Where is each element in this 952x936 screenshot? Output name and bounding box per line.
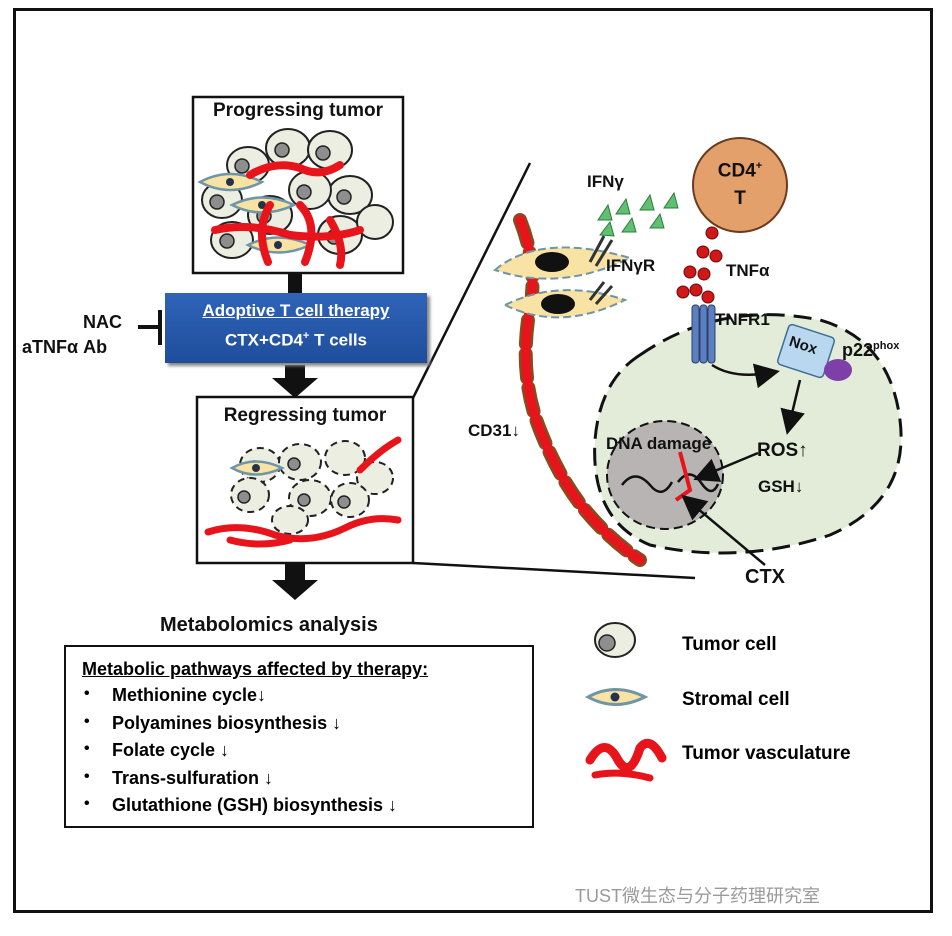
ctx-to-dna-arrow [681, 494, 766, 566]
progressing-tumor-box [191, 95, 405, 275]
progressing-tumor-cells [197, 128, 394, 269]
cd4-t-label: T [734, 188, 746, 209]
regressing-tumor-title: Regressing tumor [223, 405, 387, 426]
cd4-label: CD4+ [717, 160, 763, 182]
gsh-label: GSH↓ [758, 477, 804, 496]
p22phox-marker [824, 359, 852, 381]
legend-tumor-vasculature: Tumor vasculature [682, 743, 851, 764]
legend-icons [584, 622, 667, 782]
ros-label: ROS↑ [757, 440, 808, 461]
connector-top [288, 273, 302, 293]
mechanism-stromal-cells [492, 235, 633, 319]
down-arrow-1 [272, 365, 318, 398]
nox-box [776, 323, 836, 379]
zoom-lines [411, 162, 696, 580]
inhibition-symbol [138, 310, 162, 345]
mechanism-panel [492, 137, 903, 567]
dna-damage-label: DNA damage [606, 434, 712, 453]
cd4-t-cell [692, 137, 788, 233]
vasculature-icon [585, 738, 667, 782]
progressing-tumor-title: Progressing tumor [213, 100, 383, 121]
tumor-cell-icon [594, 622, 636, 658]
therapy-subtitle: CTX+CD4+ T cells [224, 330, 367, 350]
ifngr-label: IFNγR [606, 256, 656, 275]
legend-stromal-cell: Stromal cell [682, 689, 790, 710]
tnfr1-label: TNFR1 [715, 310, 770, 329]
regressing-tumor-box [195, 395, 415, 565]
pathway-item: •Folate cycle ↓ [84, 740, 230, 760]
inhibitor-nac: NAC [83, 312, 122, 332]
metabolomics-title: Metabolomics analysis [160, 614, 378, 636]
p22phox-label: p22phox [842, 340, 900, 360]
pathway-item: •Glutathione (GSH) biosynthesis ↓ [84, 795, 398, 815]
pathway-item: •Polyamines biosynthesis ↓ [84, 712, 342, 733]
cd31-label: CD31↓ [468, 421, 520, 440]
stromal-cell-icon [584, 688, 649, 706]
figure-frame [13, 8, 933, 913]
pathways-list: •Methionine cycle↓ •Polyamines biosynthe… [66, 685, 397, 823]
down-arrow-2 [272, 562, 318, 600]
ifng-triangles [597, 191, 679, 237]
therapy-box: Adoptive T cell therapy CTX+CD4+ T cells [165, 293, 427, 363]
watermark: TUST微生态与分子药理研究室 [575, 886, 820, 906]
legend-tumor-cell: Tumor cell [682, 634, 777, 655]
therapy-title: Adoptive T cell therapy [202, 301, 390, 320]
tnfa-dots [676, 226, 723, 304]
pathways-header: Metabolic pathways affected by therapy: [82, 659, 429, 679]
ctx-label: CTX [745, 566, 785, 588]
ros-to-dna-arrow [693, 451, 759, 482]
pathway-item: •Trans-sulfuration ↓ [84, 767, 274, 788]
inhibitor-antitnf: aTNFα Ab [22, 337, 108, 357]
nox-to-ros-arrow [780, 379, 805, 435]
pathway-item: •Methionine cycle↓ [84, 685, 267, 705]
ifng-label: IFNγ [587, 172, 624, 191]
pathways-box: Metabolic pathways affected by therapy: … [64, 645, 534, 828]
dna-break [674, 451, 693, 502]
mechanism-vessel [513, 213, 647, 567]
tnfr1-receptor [691, 304, 716, 364]
tnfr1-to-nox-arrow [711, 363, 780, 389]
tnfa-label: TNFα [726, 261, 770, 280]
